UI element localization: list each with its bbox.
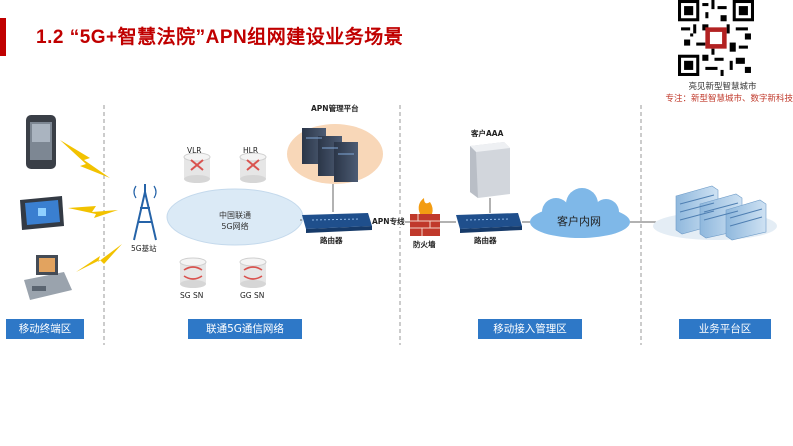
apn-server-stack-icon: [302, 128, 358, 182]
video-terminal-icon: [24, 255, 72, 300]
sgsn-node-icon: [179, 257, 207, 288]
tablet-icon: [20, 196, 64, 230]
unicom-cloud-label: 中国联通 5G网络: [190, 210, 280, 232]
qr-code-image: [678, 0, 754, 76]
business-platform-buildings-icon: [675, 185, 767, 241]
zone-unicom-5g-network: 联通5G通信网络: [188, 319, 302, 339]
router-left-label: 路由器: [320, 236, 343, 245]
zone-mobile-terminal: 移动终端区: [6, 319, 84, 339]
qr-caption-focus: 专注：新型智慧城市、数字新科技: [665, 94, 793, 104]
router-right-label: 路由器: [474, 236, 497, 245]
qr-caption-name: 亮见新型智慧城市: [688, 82, 757, 92]
firewall-icon: [410, 198, 440, 236]
base-station-tower-icon: [133, 184, 157, 241]
unicom-cloud-line1: 中国联通: [219, 211, 251, 220]
title-accent-bar: [0, 18, 6, 56]
zone-business-platform: 业务平台区: [679, 319, 771, 339]
router-right-icon: [456, 213, 522, 233]
vlr-node-icon: [183, 152, 211, 183]
customer-aaa-label: 客户AAA: [471, 129, 504, 138]
customer-intranet-cloud: [530, 188, 630, 238]
unicom-cloud-line2: 5G网络: [221, 222, 249, 231]
smartphone-icon: [26, 115, 56, 169]
hlr-node-icon: [239, 152, 267, 183]
customer-aaa-server-icon: [470, 142, 510, 198]
page-title: 1.2 “5G+智慧法院”APN组网建设业务场景: [36, 27, 404, 48]
router-left-icon: [302, 213, 372, 233]
vlr-label: VLR: [187, 146, 202, 155]
hlr-label: HLR: [243, 146, 259, 155]
qr-code-block: 亮见新型智慧城市 专注：新型智慧城市、数字新科技: [652, 0, 793, 104]
intranet-label: 客户内网: [557, 215, 601, 228]
base-station-label: 5G基站: [131, 244, 157, 253]
sgsn-label: SG SN: [180, 291, 204, 300]
apn-platform-label: APN管理平台: [311, 104, 359, 113]
signal-bolt-icon: [68, 206, 118, 218]
apn-line-label: APN专线: [372, 216, 405, 227]
ggsn-node-icon: [239, 257, 267, 288]
firewall-label: 防火墙: [413, 240, 436, 249]
ggsn-label: GG SN: [240, 291, 265, 300]
signal-bolt-icon: [60, 140, 110, 178]
zone-mobile-access-mgmt: 移动接入管理区: [478, 319, 582, 339]
signal-bolt-icon: [76, 244, 122, 272]
